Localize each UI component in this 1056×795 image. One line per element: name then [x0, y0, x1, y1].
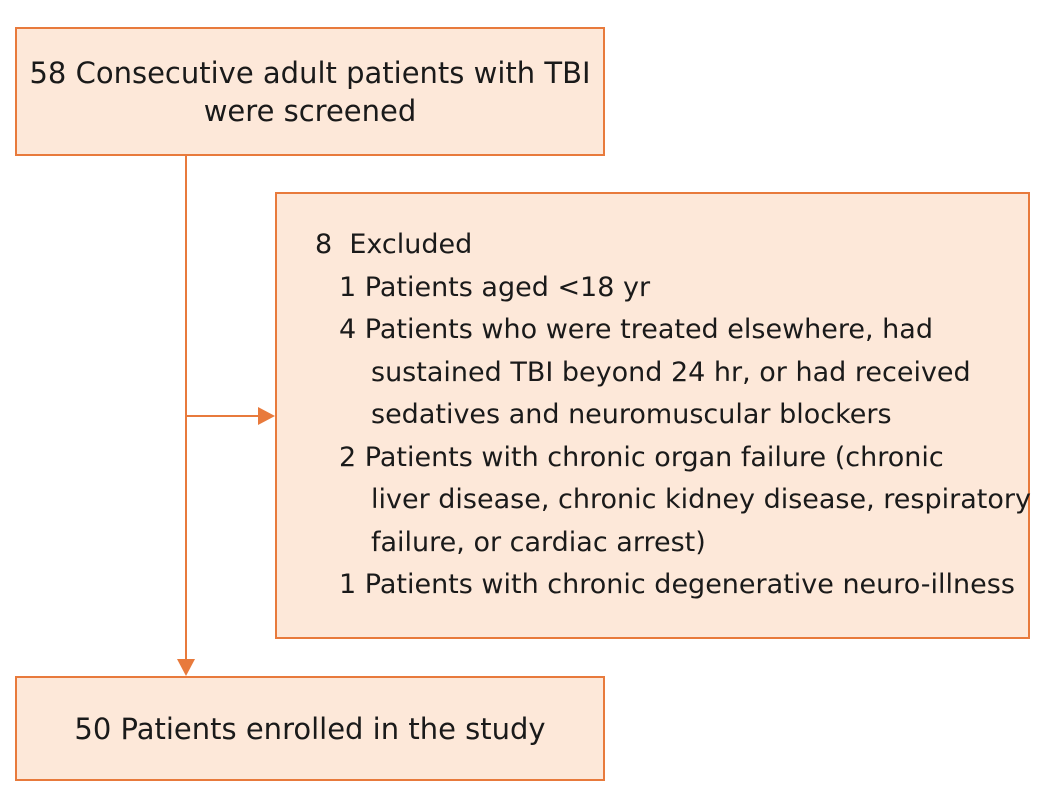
exclusion-item-line: failure, or cardiac arrest): [371, 526, 706, 558]
screened-box: 58 Consecutive adult patients with TBI w…: [15, 27, 605, 156]
exclusion-item-line: liver disease, chronic kidney disease, r…: [371, 484, 1031, 515]
exclusion-item-line: 2 Patients with chronic organ failure (c…: [339, 441, 944, 473]
exclusion-item-age: 1 Patients aged <18 yr: [315, 267, 1028, 310]
exclusion-item-organ-failure: 2 Patients with chronic organ failure (c…: [315, 437, 1031, 565]
exclusion-item-line: 4 Patients who were treated elsewhere, h…: [339, 314, 933, 345]
exclusion-item-neuro-illness: 1 Patients with chronic degenerative neu…: [315, 564, 1028, 607]
exclusion-item-line: sedatives and neuromuscular blockers: [371, 399, 892, 430]
screened-line-1: 58 Consecutive adult patients with TBI: [29, 55, 591, 90]
exclusion-item-treated-elsewhere: 4 Patients who were treated elsewhere, h…: [315, 309, 1028, 437]
enrolled-box: 50 Patients enrolled in the study: [15, 676, 605, 781]
exclusion-item-line: 1 Patients with chronic degenerative neu…: [339, 569, 1015, 600]
arrowhead-to-excluded: [258, 407, 275, 425]
exclusion-item-line: 1 Patients aged <18 yr: [339, 271, 651, 303]
arrowhead-to-enrolled: [177, 659, 195, 676]
exclusion-item-line: sustained TBI beyond 24 hr, or had recei…: [371, 356, 971, 388]
excluded-title: 8 Excluded: [315, 229, 473, 260]
screened-line-2: were screened: [203, 93, 417, 128]
excluded-box: 8 Excluded 1 Patients aged <18 yr 4 Pati…: [275, 192, 1031, 639]
enrolled-label: 50 Patients enrolled in the study: [74, 711, 546, 746]
